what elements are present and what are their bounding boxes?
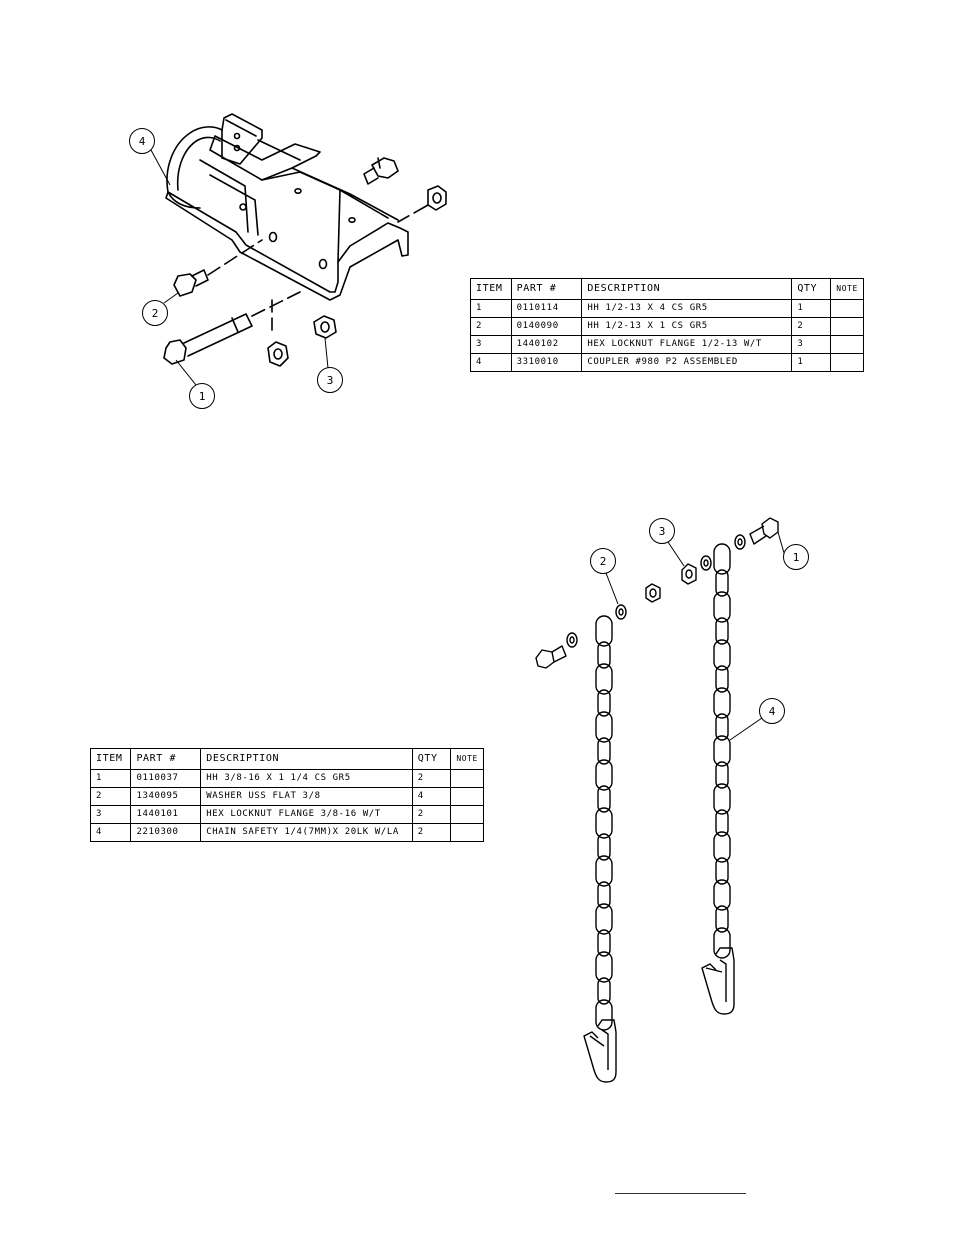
- callout-chain-item-1: 1: [793, 551, 800, 564]
- coupler-callouts: [129, 128, 343, 409]
- header-note: NOTE: [830, 278, 864, 300]
- cell-note: [450, 787, 484, 806]
- header-item: ITEM: [89, 748, 132, 770]
- cell-qty: 2: [791, 317, 832, 336]
- cell-description: HH 1/2-13 X 1 CS GR5: [581, 317, 793, 336]
- cell-item: 1: [470, 299, 512, 318]
- cell-item: 1: [89, 769, 132, 788]
- cell-description: CHAIN SAFETY 1/4(7MM)X 20LK W/LA: [200, 823, 413, 842]
- coupler-assembly-illustration: [163, 113, 447, 367]
- cell-item: 2: [89, 787, 132, 806]
- callout-chain-item-4: 4: [769, 705, 776, 718]
- cell-note: [450, 805, 484, 824]
- cell-part: 1440102: [510, 335, 583, 354]
- chain-callouts: [590, 518, 809, 741]
- cell-item: 3: [89, 805, 132, 824]
- table-row: 3 1440101 HEX LOCKNUT FLANGE 3/8-16 W/T …: [89, 805, 484, 824]
- cell-note: [830, 299, 864, 318]
- cell-qty: 4: [411, 787, 452, 806]
- cell-qty: 1: [791, 353, 832, 372]
- callout-coupler-item-1: 1: [199, 390, 206, 403]
- cell-part: 1440101: [130, 805, 202, 824]
- header-part: PART #: [130, 748, 202, 770]
- cell-part: 0110037: [130, 769, 202, 788]
- header-item: ITEM: [470, 278, 512, 300]
- header-note: NOTE: [450, 748, 484, 770]
- table-row: 4 2210300 CHAIN SAFETY 1/4(7MM)X 20LK W/…: [89, 823, 484, 842]
- cell-note: [830, 317, 864, 336]
- callout-chain-item-2: 2: [600, 555, 607, 568]
- header-qty: QTY: [791, 278, 832, 300]
- cell-item: 4: [89, 823, 132, 842]
- cell-qty: 2: [411, 823, 452, 842]
- callout-coupler-item-4: 4: [139, 135, 146, 148]
- cell-note: [830, 353, 864, 372]
- cell-part: 0110114: [510, 299, 583, 318]
- table-header-row: ITEM PART # DESCRIPTION QTY NOTE: [89, 748, 484, 770]
- cell-part: 3310010: [510, 353, 583, 372]
- cell-part: 1340095: [130, 787, 202, 806]
- chain-parts-table: ITEM PART # DESCRIPTION QTY NOTE 1 01100…: [89, 748, 484, 842]
- cell-description: COUPLER #980 P2 ASSEMBLED: [581, 353, 793, 372]
- table-header-row: ITEM PART # DESCRIPTION QTY NOTE: [470, 278, 864, 300]
- table-row: 4 3310010 COUPLER #980 P2 ASSEMBLED 1: [470, 353, 864, 372]
- cell-note: [830, 335, 864, 354]
- header-part: PART #: [510, 278, 583, 300]
- cell-note: [450, 823, 484, 842]
- callout-coupler-item-2: 2: [152, 307, 159, 320]
- cell-qty: 2: [411, 805, 452, 824]
- cell-part: 2210300: [130, 823, 202, 842]
- safety-chain-illustration: [535, 517, 779, 1083]
- cell-description: HEX LOCKNUT FLANGE 1/2-13 W/T: [581, 335, 793, 354]
- cell-item: 3: [470, 335, 512, 354]
- cell-qty: 3: [791, 335, 832, 354]
- cell-description: HH 3/8-16 X 1 1/4 CS GR5: [200, 769, 413, 788]
- table-row: 1 0110114 HH 1/2-13 X 4 CS GR5 1: [470, 299, 864, 318]
- callout-coupler-item-3: 3: [327, 374, 334, 387]
- cell-part: 0140090: [510, 317, 583, 336]
- header-qty: QTY: [411, 748, 452, 770]
- table-row: 3 1440102 HEX LOCKNUT FLANGE 1/2-13 W/T …: [470, 335, 864, 354]
- cell-qty: 1: [791, 299, 832, 318]
- coupler-parts-table: ITEM PART # DESCRIPTION QTY NOTE 1 01101…: [470, 278, 864, 372]
- cell-description: HEX LOCKNUT FLANGE 3/8-16 W/T: [200, 805, 413, 824]
- cell-description: WASHER USS FLAT 3/8: [200, 787, 413, 806]
- header-description: DESCRIPTION: [581, 278, 793, 300]
- cell-description: HH 1/2-13 X 4 CS GR5: [581, 299, 793, 318]
- cell-note: [450, 769, 484, 788]
- table-row: 1 0110037 HH 3/8-16 X 1 1/4 CS GR5 2: [89, 769, 484, 788]
- table-row: 2 0140090 HH 1/2-13 X 1 CS GR5 2: [470, 317, 864, 336]
- footer-hyperlink-underline[interactable]: [615, 1193, 746, 1194]
- cell-qty: 2: [411, 769, 452, 788]
- cell-item: 2: [470, 317, 512, 336]
- cell-item: 4: [470, 353, 512, 372]
- header-description: DESCRIPTION: [200, 748, 413, 770]
- table-row: 2 1340095 WASHER USS FLAT 3/8 4: [89, 787, 484, 806]
- callout-chain-item-3: 3: [659, 525, 666, 538]
